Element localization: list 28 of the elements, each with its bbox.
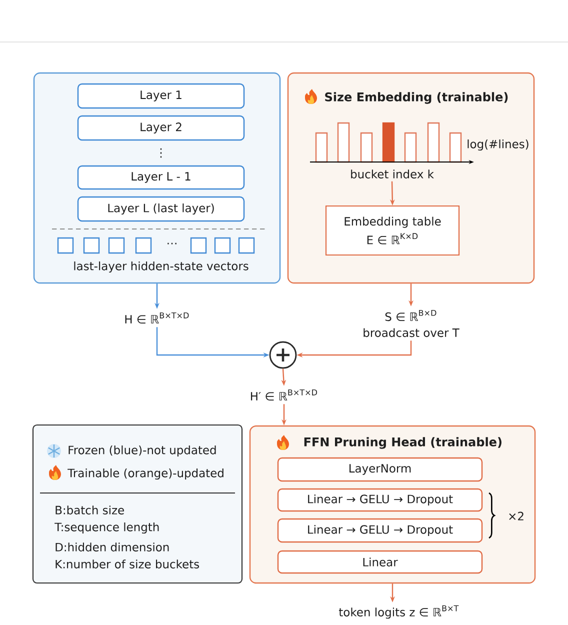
legend-text: Frozen (blue)-not updated: [68, 445, 216, 457]
caption: last-layer hidden-state vectors: [74, 261, 248, 273]
panel-title: FFN Pruning Head (trainable): [304, 437, 502, 449]
vertical-ellipsis: ⋮: [160, 148, 162, 158]
repeat-label: ×2: [509, 512, 524, 520]
axis-label: bucket index k: [351, 170, 434, 178]
tensor-label: S ∈ ℝ$^{B×D}$ broadcast over T: [364, 310, 460, 338]
definition-text: K:number of size buckets: [56, 560, 200, 568]
layer-box: LayerNorm: [277, 457, 483, 482]
layer-box: Linear: [277, 550, 483, 574]
definition-text: T:sequence length: [54, 522, 159, 534]
output-label: token logits z ∈ ℝ$^{B×T}$: [338, 605, 459, 619]
definition-text: D:hidden dimension: [56, 542, 169, 552]
layer-box: Linear → GELU → Dropout: [277, 488, 483, 512]
tensor-label: H ∈ ℝ$^{B×T×D}$: [125, 312, 189, 324]
axis-label: log(#lines): [468, 139, 528, 151]
panel-title: Size Embedding (trainable): [325, 92, 508, 104]
layer-box: Layer L - 1: [77, 165, 245, 190]
ellipsis: ⋯: [168, 242, 176, 244]
legend-text: Trainable (orange)-updated: [68, 468, 224, 480]
layer-box: Layer 1: [77, 83, 245, 109]
layer-box: Layer L (last layer): [77, 196, 245, 222]
definition-text: B:batch size: [56, 506, 124, 514]
adder-circle: [269, 341, 297, 369]
layer-box: Linear → GELU → Dropout: [277, 518, 483, 543]
table-box: Embedding table E ∈ ℝ$^{K×D}$: [325, 205, 460, 256]
layer-box: Layer 2: [77, 115, 245, 141]
tensor-label: H′ ∈ ℝ$^{B×T×D}$: [250, 389, 318, 401]
